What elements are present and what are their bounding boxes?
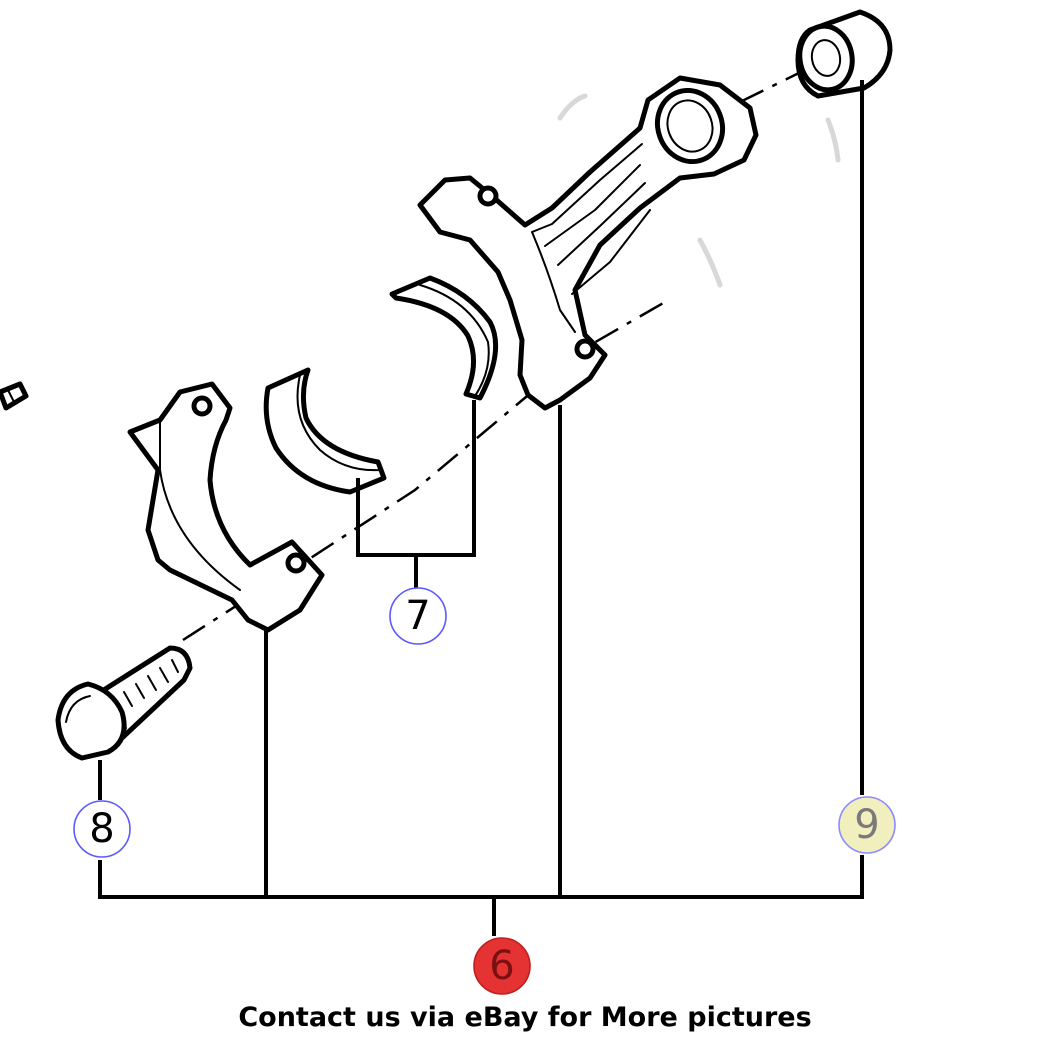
bolt-stub-left (0, 381, 29, 411)
callout-8-ring (73, 800, 131, 858)
callout-6-ring (473, 937, 531, 995)
cap-bolt (55, 645, 193, 761)
callout-6-label: 6 (489, 943, 514, 989)
callout-6[interactable]: 6 (473, 937, 531, 995)
callout-7-circle (390, 588, 446, 644)
callout-7-label: 7 (405, 593, 430, 639)
piston-pin-bushing (795, 9, 893, 99)
callout-9-ring (838, 796, 896, 854)
lower-bearing-shell (263, 367, 387, 495)
callout-8-circle (74, 801, 130, 857)
callout-8-label: 8 (89, 806, 114, 852)
connecting-rod (417, 75, 759, 411)
callout-6-circle (474, 938, 530, 994)
callout-9-circle (839, 797, 895, 853)
callout-7[interactable]: 7 (389, 587, 447, 645)
leader-lines (98, 80, 864, 936)
sketch-marks (557, 93, 841, 288)
callout-8[interactable]: 8 (73, 800, 131, 858)
contact-caption: Contact us via eBay for More pictures (238, 1002, 812, 1033)
upper-bearing-shell (389, 275, 499, 401)
callout-9[interactable]: 9 (838, 796, 896, 854)
callout-7-ring (389, 587, 447, 645)
bushing-axis-line (739, 68, 806, 104)
bearing-cap (127, 381, 325, 633)
callout-9-label: 9 (854, 802, 879, 848)
